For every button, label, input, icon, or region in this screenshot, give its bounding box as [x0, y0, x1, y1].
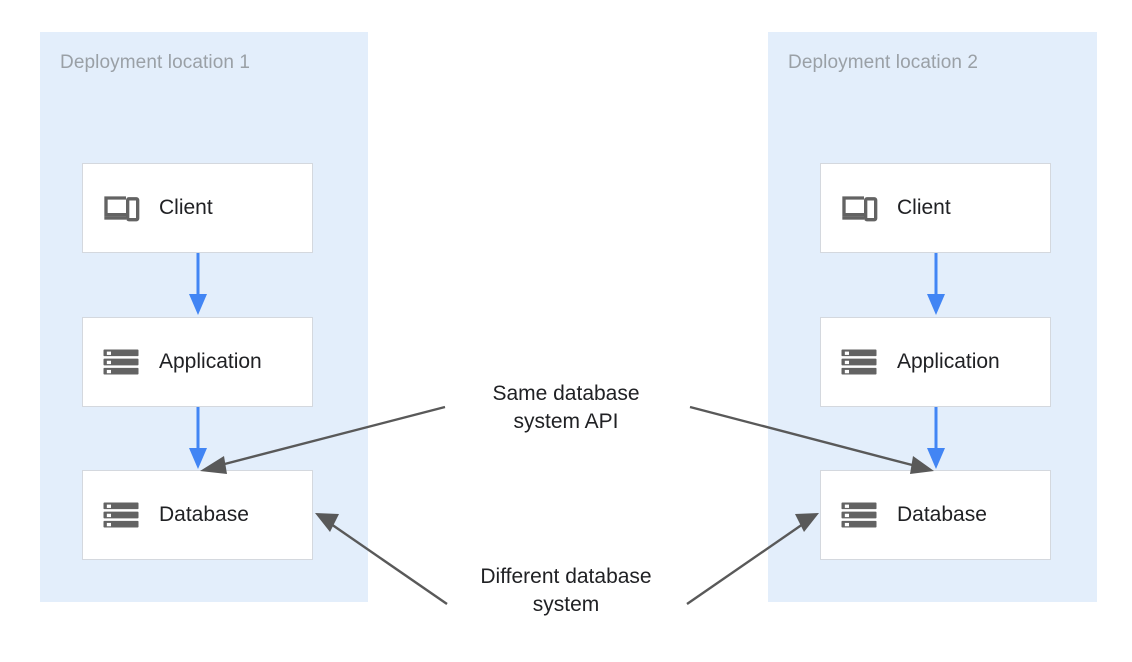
node-application-1[interactable]: Application: [82, 317, 313, 407]
node-database-2[interactable]: Database: [820, 470, 1051, 560]
node-database-2-label: Database: [897, 503, 987, 526]
node-application-1-label: Application: [159, 350, 262, 373]
devices-icon: [842, 196, 878, 222]
server-stack-icon: [841, 502, 877, 528]
node-database-1-label: Database: [159, 503, 249, 526]
node-client-1-label: Client: [159, 196, 213, 219]
node-application-2[interactable]: Application: [820, 317, 1051, 407]
devices-icon: [104, 196, 140, 222]
node-client-2-label: Client: [897, 196, 951, 219]
annotation-different-database-system: Different database system: [480, 565, 652, 616]
server-stack-icon: [103, 502, 139, 528]
server-stack-icon: [841, 349, 877, 375]
zone-2-title: Deployment location 2: [788, 52, 979, 73]
node-client-1[interactable]: Client: [82, 163, 313, 253]
node-client-2[interactable]: Client: [820, 163, 1051, 253]
node-application-2-label: Application: [897, 350, 1000, 373]
node-database-1[interactable]: Database: [82, 470, 313, 560]
annotation-same-database-system-api: Same database system API: [492, 382, 640, 433]
server-stack-icon: [103, 349, 139, 375]
zone-1-title: Deployment location 1: [60, 52, 251, 73]
